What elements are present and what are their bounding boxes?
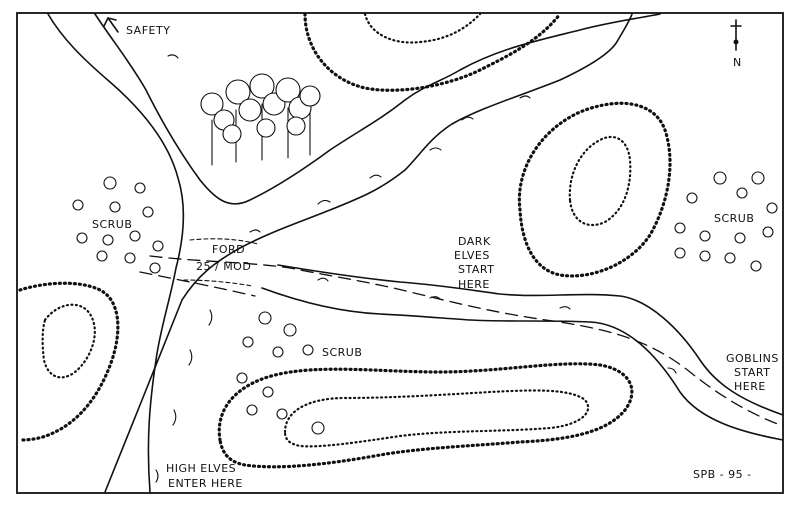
scrub-east (674, 171, 778, 272)
hill-west (18, 281, 120, 442)
dark-elves-line-1: DARK (458, 235, 491, 248)
river (47, 13, 661, 493)
hill-north (303, 12, 562, 92)
north-label: N (733, 56, 742, 69)
scrub-south-label: SCRUB (322, 346, 362, 359)
dark-elves-line-2: ELVES (454, 249, 490, 262)
high-elves-line-1: HIGH ELVES (166, 462, 236, 475)
road-west (139, 271, 256, 297)
scrub-west (72, 176, 164, 274)
goblins-line-2: START (734, 366, 770, 379)
safety-arrow-icon (103, 17, 119, 33)
road (149, 255, 784, 427)
signature: SPB - 95 - (693, 468, 752, 481)
scrub-west-label: SCRUB (92, 218, 132, 231)
scrub-east-label: SCRUB (714, 212, 754, 225)
high-elves-line-2: ENTER HERE (168, 477, 243, 490)
ford-modifier: 25 / MOD (196, 260, 251, 273)
map-border (16, 12, 784, 494)
dark-elves-line-3: START (458, 263, 494, 276)
scrub-south (236, 311, 325, 435)
woods (200, 73, 321, 166)
goblins-line-1: GOBLINS (726, 352, 779, 365)
ford-label: FORD (212, 243, 245, 256)
hill-east (517, 101, 672, 278)
hill-south (217, 362, 634, 469)
north-arrow (730, 19, 742, 51)
stream (261, 264, 784, 441)
safety-label: SAFETY (126, 24, 170, 37)
dark-elves-line-4: HERE (458, 278, 490, 291)
goblins-line-3: HERE (734, 380, 766, 393)
